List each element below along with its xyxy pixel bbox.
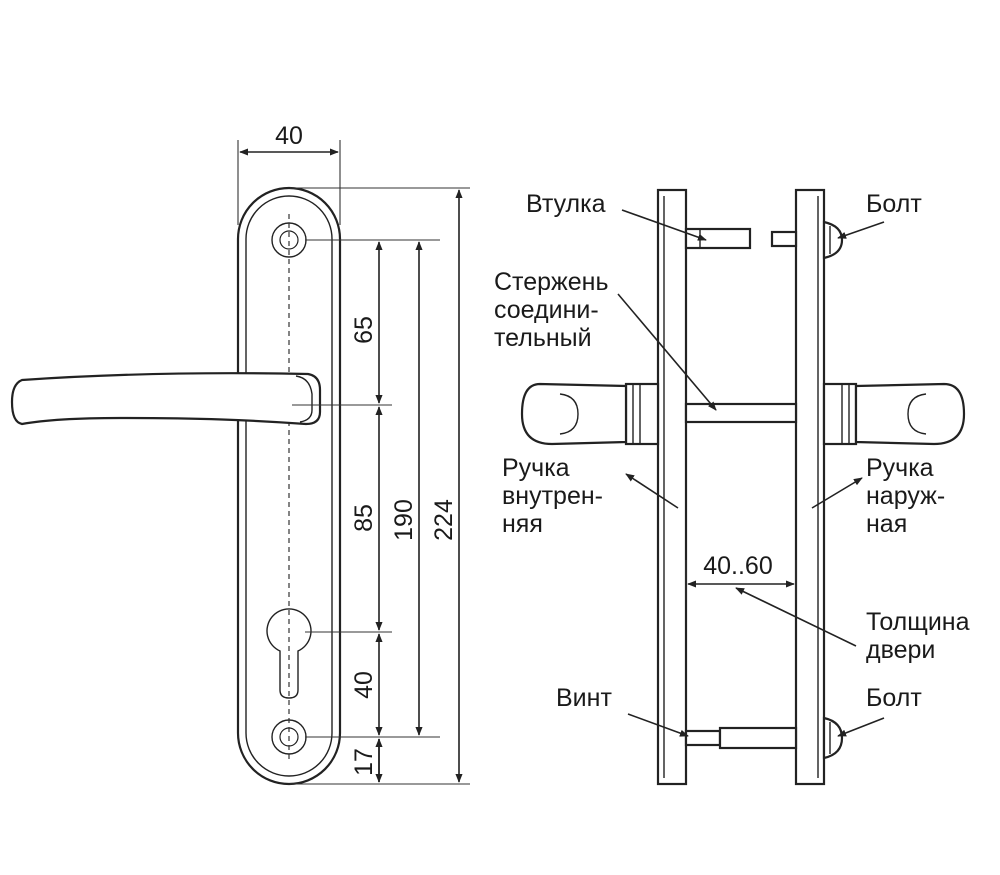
inner-handle xyxy=(520,382,660,446)
label-rod-3: тельный xyxy=(494,324,592,352)
inner-plate xyxy=(656,188,688,786)
label-handle-inner-2: внутрен- xyxy=(502,482,603,510)
bolt-top-shank xyxy=(770,230,798,248)
front-dimensions: 40 65 85 40 17 190 224 xyxy=(237,122,470,785)
dim-190-label: 190 xyxy=(390,499,418,541)
label-handle-outer-3: ная xyxy=(866,510,907,538)
cylinder-cutout xyxy=(266,608,312,699)
bolt-top-head xyxy=(822,220,844,260)
connecting-rod xyxy=(684,402,798,424)
label-handle-outer-2: наруж- xyxy=(866,482,945,510)
label-rod-2: соедини- xyxy=(494,296,599,324)
dim-width-label: 40 xyxy=(275,122,303,150)
dim-65-label: 65 xyxy=(350,316,378,344)
label-door-thickness-1: Толщина xyxy=(866,608,970,636)
outer-plate xyxy=(794,188,826,786)
label-door-thickness-2: двери xyxy=(866,636,935,664)
screw xyxy=(684,729,722,747)
front-view xyxy=(10,186,342,786)
callouts: Втулка Болт Стержень соедини- тельный Ру… xyxy=(494,190,970,737)
screw-sleeve xyxy=(718,726,798,750)
label-rod-1: Стержень xyxy=(494,268,609,296)
label-handle-outer-1: Ручка xyxy=(866,454,934,482)
lever-handle xyxy=(10,372,322,426)
dim-17-label: 17 xyxy=(350,748,378,776)
dim-85-label: 85 xyxy=(350,504,378,532)
label-screw: Винт xyxy=(556,684,612,712)
backplate-inner xyxy=(245,195,333,777)
outer-handle xyxy=(822,382,966,446)
bushing xyxy=(684,227,752,250)
label-bolt-top: Болт xyxy=(866,190,922,218)
bolt-bottom-head xyxy=(822,716,844,760)
label-handle-inner-3: няя xyxy=(502,510,543,538)
label-bushing: Втулка xyxy=(526,190,606,218)
lever-handle-inner-edge xyxy=(295,375,313,423)
label-handle-inner-1: Ручка xyxy=(502,454,570,482)
dim-40-label: 40 xyxy=(350,671,378,699)
dim-door-thickness-label: 40..60 xyxy=(703,552,773,580)
label-bolt-bottom: Болт xyxy=(866,684,922,712)
dim-224-label: 224 xyxy=(430,499,458,541)
